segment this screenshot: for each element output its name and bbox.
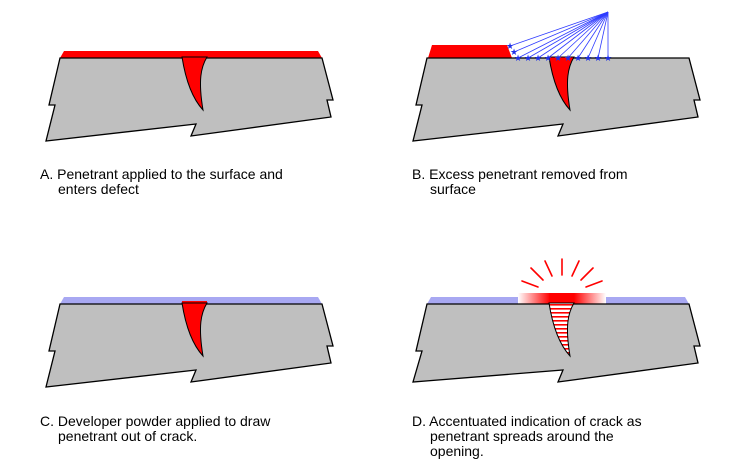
indication-fade-right [574, 293, 606, 304]
glow-rays [521, 258, 603, 288]
panel-b: ★ ★ ★ ★ ★ ★ ★ ★ ★ ★ ★ ★ [412, 11, 701, 142]
svg-text:★: ★ [510, 47, 518, 57]
svg-text:★: ★ [574, 53, 582, 63]
svg-text:★: ★ [534, 53, 542, 63]
remaining-penetrant [428, 45, 512, 58]
panel-a [45, 51, 334, 142]
wipe-lines [509, 11, 609, 59]
svg-text:★: ★ [524, 53, 532, 63]
crack-defect [181, 302, 208, 358]
svg-text:★: ★ [594, 53, 602, 63]
penetrant-layer [60, 51, 322, 58]
steel-specimen [45, 57, 334, 142]
caption-c-line-1: C. Developer powder applied to draw [40, 413, 271, 429]
caption-b-line-1: B. Excess penetrant removed from [412, 166, 628, 182]
steel-specimen [412, 303, 701, 383]
crack-defect [548, 56, 575, 112]
caption-b-line-2: surface [430, 181, 476, 197]
caption-d-line-1: D. Accentuated indication of crack as [412, 413, 642, 429]
caption-d: D. Accentuated indication of crack as pe… [412, 414, 642, 459]
svg-text:★: ★ [544, 53, 552, 63]
panel-c [45, 297, 334, 388]
caption-c: C. Developer powder applied to draw pene… [40, 414, 270, 444]
indication-center [549, 293, 575, 304]
wipe-marks: ★ ★ ★ ★ ★ ★ ★ ★ ★ ★ ★ ★ [506, 41, 612, 63]
caption-a-line-1: A. Penetrant applied to the surface and [40, 166, 283, 182]
panel-d [412, 258, 701, 383]
svg-text:★: ★ [604, 53, 612, 63]
steel-specimen [45, 303, 334, 388]
svg-text:★: ★ [584, 53, 592, 63]
indication-fade-left [518, 293, 550, 304]
caption-c-line-2: penetrant out of crack. [58, 428, 198, 444]
caption-b: B. Excess penetrant removed from surface [412, 167, 628, 197]
caption-d-line-3: opening. [430, 443, 484, 459]
svg-text:★: ★ [554, 53, 562, 63]
svg-text:★: ★ [514, 53, 522, 63]
crack-defect-developed [548, 302, 575, 358]
crack-defect [181, 56, 208, 112]
caption-a-line-2: enters defect [58, 181, 139, 197]
steel-specimen [412, 57, 701, 142]
caption-d-line-2: penetrant spreads around the [430, 428, 614, 444]
svg-text:★: ★ [506, 41, 514, 51]
developer-layer [60, 297, 322, 304]
caption-a: A. Penetrant applied to the surface and … [40, 167, 283, 197]
svg-text:★: ★ [564, 53, 572, 63]
